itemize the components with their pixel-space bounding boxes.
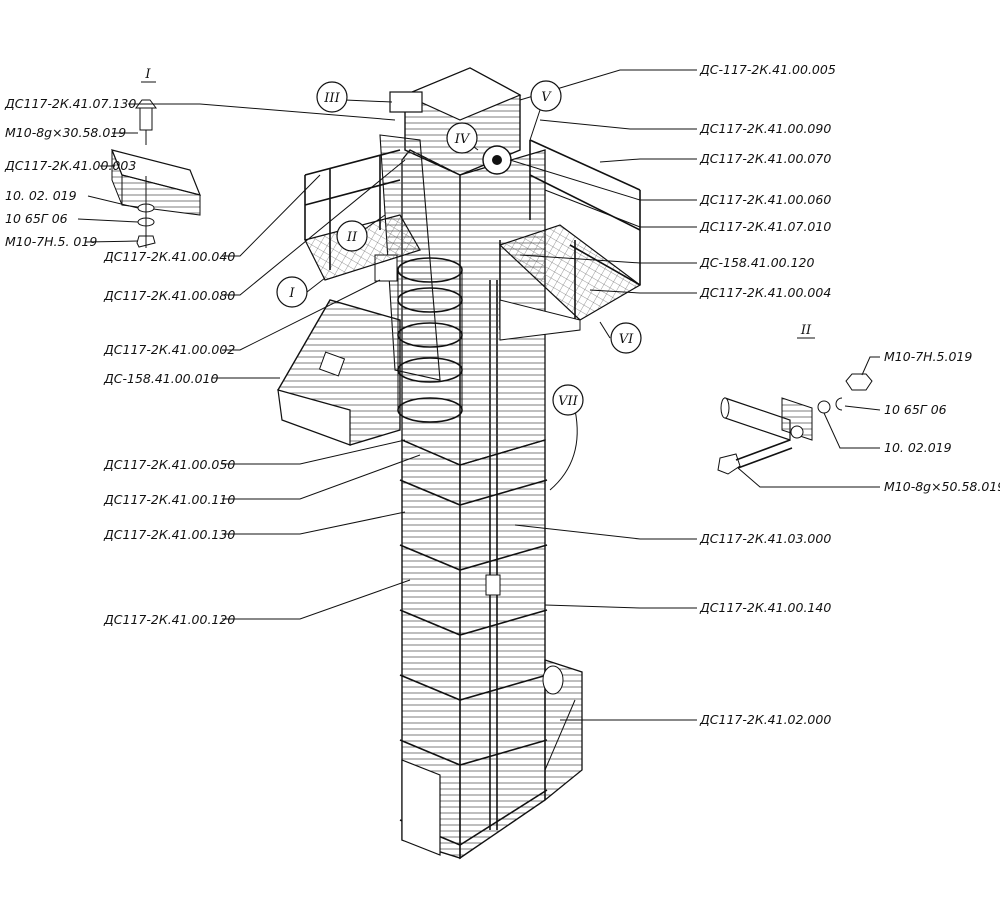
callout-vi: VI (610, 322, 642, 354)
label-l13: ДС117-2К.41.00.130 (103, 527, 235, 542)
right-part-labels: ДС-117-2К.41.00.005 ДС117-2К.41.00.090 Д… (699, 62, 836, 727)
discharge-chute (277, 299, 401, 446)
label-d2: 10 65Г 06 (884, 402, 947, 417)
callout-vi-text: VI (619, 332, 634, 347)
label-r5: ДС117-2К.41.07.010 (699, 219, 831, 234)
label-l12: ДС117-2К.41.00.110 (103, 492, 235, 507)
label-l3: ДС117-2К.41.00.003 (4, 158, 136, 173)
callout-i-text: I (288, 286, 295, 301)
callout-iv-text: IV (454, 132, 471, 147)
label-r8: ДС117-2К.41.03.000 (699, 531, 831, 546)
label-l7: ДС117-2К.41.00.040 (103, 249, 235, 264)
callout-ii-text: II (346, 230, 358, 245)
label-r2: ДС117-2К.41.00.090 (699, 121, 831, 136)
callout-vii: VII (552, 384, 584, 416)
callout-vii-text: VII (558, 394, 579, 409)
callout-i: I (276, 276, 308, 308)
label-d4: М10-8g×50.58.019 (884, 479, 1000, 494)
callout-v: V (530, 80, 562, 112)
label-l2: М10-8g×30.58.019 (5, 125, 126, 140)
label-r4: ДС117-2К.41.00.060 (699, 192, 831, 207)
label-l4: 10. 02. 019 (5, 188, 77, 203)
detail-ii-labels: М10-7Н.5.019 10 65Г 06 10. 02.019 М10-8g… (884, 349, 1000, 494)
detail-titles: I II (141, 67, 815, 339)
label-r7: ДС117-2К.41.00.004 (699, 285, 831, 300)
callout-iii: III (316, 81, 348, 113)
callout-iv: IV (446, 122, 478, 154)
label-r9: ДС117-2К.41.00.140 (699, 600, 831, 615)
left-part-labels: ДС117-2К.41.07.130 М10-8g×30.58.019 ДС11… (4, 96, 235, 627)
callout-markers: I II III IV V VI VII (276, 80, 642, 416)
label-d1: М10-7Н.5.019 (884, 349, 972, 364)
callout-v-text: V (541, 90, 552, 105)
label-l5: 10 65Г 06 (5, 211, 68, 226)
label-r6: ДС-158.41.00.120 (699, 255, 815, 270)
detail-i-exploded (111, 99, 201, 248)
label-l14: ДС117-2К.41.00.120 (103, 612, 235, 627)
leader-lines (77, 69, 881, 721)
label-d3: 10. 02.019 (884, 440, 952, 455)
detail-ii-title: II (800, 323, 812, 338)
label-l1: ДС117-2К.41.07.130 (4, 96, 136, 111)
label-r10: ДС117-2К.41.02.000 (699, 712, 831, 727)
label-r1: ДС-117-2К.41.00.005 (699, 62, 836, 77)
detail-i-title: I (144, 67, 151, 82)
label-l6: М10-7Н.5. 019 (5, 234, 97, 249)
label-l8: ДС117-2К.41.00.080 (103, 288, 235, 303)
callout-iii-text: III (323, 91, 340, 106)
label-l10: ДС-158.41.00.010 (103, 371, 219, 386)
label-l9: ДС117-2К.41.00.002 (103, 342, 235, 357)
callout-ii: II (336, 220, 368, 252)
service-platform (304, 139, 642, 341)
caged-ladder (397, 257, 463, 423)
label-l11: ДС117-2К.41.00.050 (103, 457, 235, 472)
label-r3: ДС117-2К.41.00.070 (699, 151, 831, 166)
detail-ii-exploded (717, 373, 873, 475)
